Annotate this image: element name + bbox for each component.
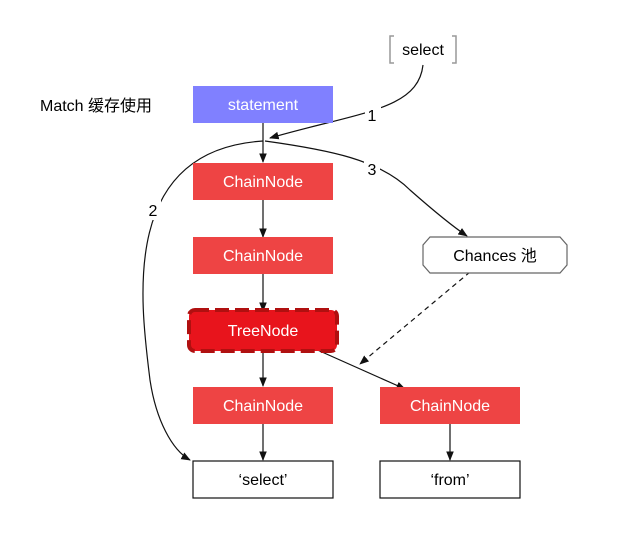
chain-node-1-label: ChainNode [223,174,303,191]
tree-node: TreeNode [187,308,339,353]
input-token-label: select [402,42,444,59]
step-2-label: 2 [149,203,158,220]
step-3-label: 3 [368,162,377,179]
connectors [142,64,471,461]
statement-node-box [193,86,333,123]
tree-node-label: TreeNode [228,323,299,340]
right-bracket [452,35,457,64]
chain-node-3: ChainNode [193,387,333,424]
step-1-bg [365,105,381,125]
leaf-from-box [379,460,521,499]
chain-node-1-box [193,163,333,200]
chain-node-3-box [193,387,333,424]
statement-node: statement [193,86,333,123]
leaf-from-label: ‘from’ [430,472,469,489]
edge-chances-tree [359,271,471,365]
chain-node-3-label: ChainNode [223,398,303,415]
leaf-select-box [192,460,334,499]
chances-pool: Chances 池 [422,236,568,274]
leaf-select-label: ‘select’ [239,472,288,489]
chain-node-2-box [193,237,333,274]
chain-node-4: ChainNode [380,387,520,424]
chances-pool-box [422,236,568,274]
chain-node-1: ChainNode [193,163,333,200]
chain-node-4-label: ChainNode [410,398,490,415]
chain-node-2-label: ChainNode [223,248,303,265]
edge-step-2 [142,140,264,461]
chain-node-4-box [380,387,520,424]
leaf-select: ‘select’ [192,460,334,499]
left-bracket [389,35,394,64]
edge-tree-chain4 [312,347,406,390]
diagram-caption: Match 缓存使用 [40,97,152,115]
chain-node-2: ChainNode [193,237,333,274]
step-1-label: 1 [368,108,377,125]
edge-step-3 [264,140,468,237]
step-3-bg [364,159,380,179]
leaf-from: ‘from’ [379,460,521,499]
tree-node-box [187,308,339,353]
statement-node-label: statement [228,97,299,114]
step-2-bg [145,200,161,220]
chances-pool-label: Chances 池 [453,247,537,265]
input-token: select [389,35,457,64]
